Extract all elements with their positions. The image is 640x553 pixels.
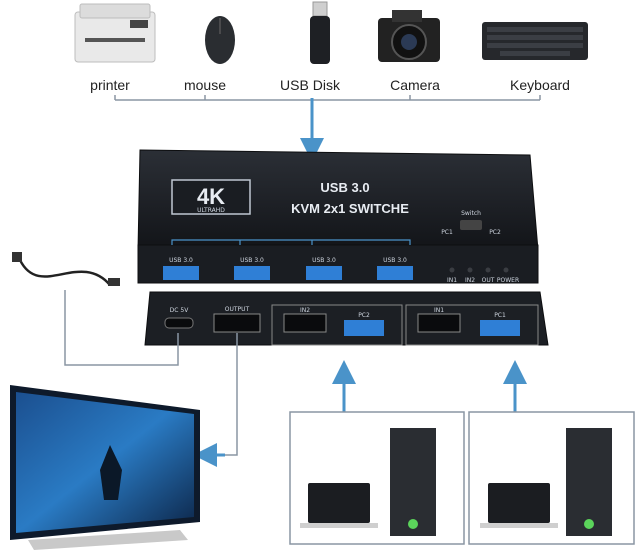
device-bus-line bbox=[114, 95, 541, 101]
tv-icon bbox=[10, 385, 200, 550]
title-line2: KVM 2x1 SWITCHE bbox=[291, 201, 409, 216]
pc2-group bbox=[289, 411, 465, 545]
status-leds bbox=[449, 267, 509, 273]
kvm-switch-rear bbox=[144, 291, 549, 346]
in1-port-label: IN1 bbox=[434, 307, 444, 314]
pc1-port-label: PC1 bbox=[494, 312, 506, 319]
camera-icon bbox=[378, 10, 440, 62]
output-port-label: OUTPUT bbox=[225, 306, 250, 313]
mouse-label: mouse bbox=[183, 77, 227, 93]
pc1-group bbox=[468, 411, 635, 545]
usb-disk-label: USB Disk bbox=[280, 77, 340, 93]
port-bracket bbox=[171, 239, 411, 245]
printer-icon bbox=[74, 3, 156, 63]
camera-label: Camera bbox=[390, 77, 440, 93]
usb-port-label: USB 3.0 bbox=[240, 257, 264, 264]
switch-label: Switch bbox=[461, 210, 481, 217]
mouse-icon bbox=[205, 16, 235, 64]
keyboard-label: Keyboard bbox=[510, 77, 570, 93]
kvm-switch-front bbox=[137, 149, 539, 284]
pc2-port-label: PC2 bbox=[358, 312, 370, 319]
usb-port-label: USB 3.0 bbox=[169, 257, 193, 264]
logo-sub: ULTRAHD bbox=[197, 207, 225, 214]
in2-port-label: IN2 bbox=[300, 307, 310, 314]
usb-port-label: USB 3.0 bbox=[312, 257, 336, 264]
usb-cable-icon bbox=[12, 252, 120, 286]
logo-main: 4K bbox=[197, 184, 225, 209]
printer-label: printer bbox=[90, 77, 130, 93]
dc-port-label: DC 5V bbox=[170, 307, 190, 314]
pc2-label: PC2 bbox=[489, 229, 501, 236]
usb-port-label: USB 3.0 bbox=[383, 257, 407, 264]
led-label: IN2 bbox=[465, 277, 475, 284]
led-label: OUT bbox=[482, 277, 495, 284]
switch-button bbox=[460, 220, 482, 230]
led-label: POWER bbox=[497, 277, 519, 284]
usb-disk-icon bbox=[310, 1, 330, 64]
front-usb-ports bbox=[163, 266, 413, 280]
pc1-label: PC1 bbox=[441, 229, 453, 236]
title-line1: USB 3.0 bbox=[320, 180, 369, 195]
keyboard-icon bbox=[482, 22, 588, 60]
led-label: IN1 bbox=[447, 277, 457, 284]
